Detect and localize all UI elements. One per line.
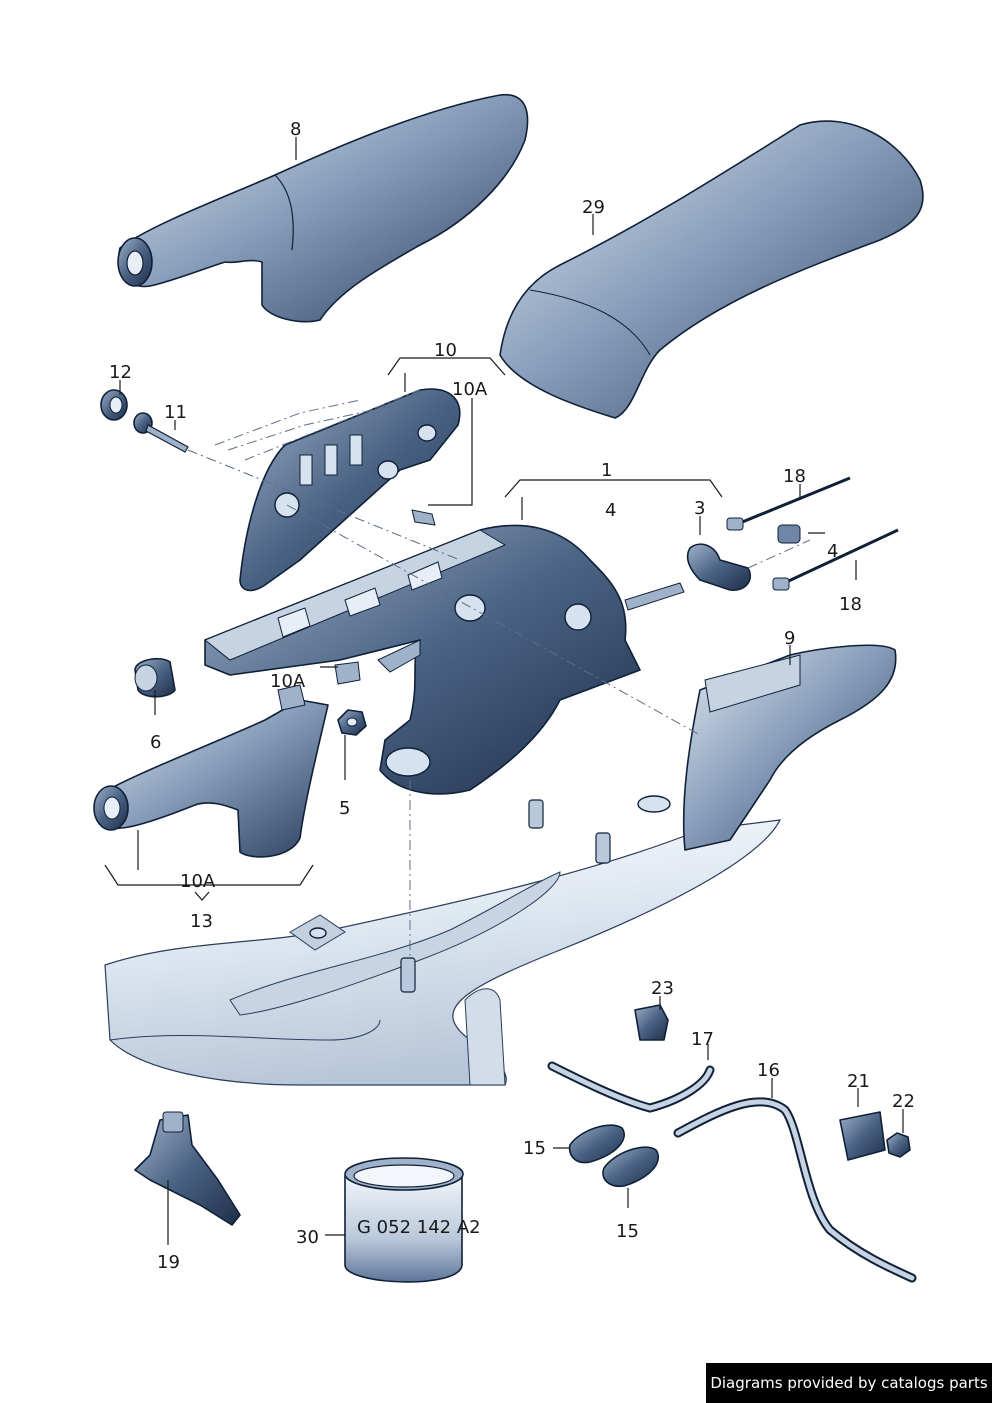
part-16-hose <box>673 1097 917 1283</box>
callout-17: 17 <box>691 1029 714 1050</box>
callout-18-b: 18 <box>839 594 862 615</box>
part-29-armrest-cover <box>499 120 924 419</box>
part-30-tape-roll: G 052 142 A2 <box>344 1157 481 1283</box>
floor-tunnel <box>104 795 782 1086</box>
callout-10a-top: 10A <box>452 379 488 400</box>
part-1-lever-assembly <box>204 524 685 795</box>
credit-banner: Diagrams provided by catalogs parts <box>706 1363 992 1403</box>
mounting-studs <box>400 799 611 993</box>
callout-18-a: 18 <box>783 466 806 487</box>
callout-15-b: 15 <box>616 1221 639 1242</box>
callout-15-a: 15 <box>523 1138 546 1159</box>
callout-13: 13 <box>190 911 213 932</box>
callout-3: 3 <box>694 498 705 519</box>
part-6-push-button <box>134 658 176 698</box>
part-11-bolt <box>133 412 189 453</box>
callout-30: 30 <box>296 1227 319 1248</box>
callout-6: 6 <box>150 732 161 753</box>
callout-5: 5 <box>339 798 350 819</box>
callout-10a-bot: 10A <box>180 871 216 892</box>
part-21-bracket <box>839 1111 886 1161</box>
callout-9: 9 <box>784 628 795 649</box>
callout-19: 19 <box>157 1252 180 1273</box>
part-8-lever-grip-cover <box>117 93 529 323</box>
callout-23: 23 <box>651 978 674 999</box>
part-18-cables <box>726 476 899 591</box>
callout-10: 10 <box>434 340 457 361</box>
callout-1: 1 <box>601 460 612 481</box>
callout-10a-mid: 10A <box>270 671 306 692</box>
part-10a-clip <box>334 661 361 685</box>
part-3-equalizer <box>686 543 752 591</box>
callout-21: 21 <box>847 1071 870 1092</box>
callout-29: 29 <box>582 197 605 218</box>
part-23-clip <box>634 1004 669 1041</box>
callout-22: 22 <box>892 1091 915 1112</box>
part-17-hose <box>547 1061 715 1113</box>
callout-8: 8 <box>290 119 301 140</box>
part-22-nut <box>886 1132 911 1158</box>
callout-4-b: 4 <box>827 541 838 562</box>
part-5-nut <box>337 709 367 736</box>
assembly-lines <box>187 389 811 960</box>
part-15-grommets <box>568 1124 659 1188</box>
part-13-lever-grip <box>93 684 329 858</box>
part-12-cap <box>100 389 128 421</box>
leader-lines <box>104 137 904 1245</box>
callout-labels: 8 29 12 11 10 10A 1 4 3 18 4 18 9 10A 6 … <box>109 119 915 1273</box>
part-10-bracket-cover <box>239 388 461 592</box>
callout-11: 11 <box>164 402 187 423</box>
part-19-switch <box>134 1111 241 1226</box>
part-9-side-cover <box>682 644 897 851</box>
callout-12: 12 <box>109 362 132 383</box>
callout-16: 16 <box>757 1060 780 1081</box>
part-30-marking: G 052 142 A2 <box>357 1217 481 1238</box>
callout-4-a: 4 <box>605 500 616 521</box>
